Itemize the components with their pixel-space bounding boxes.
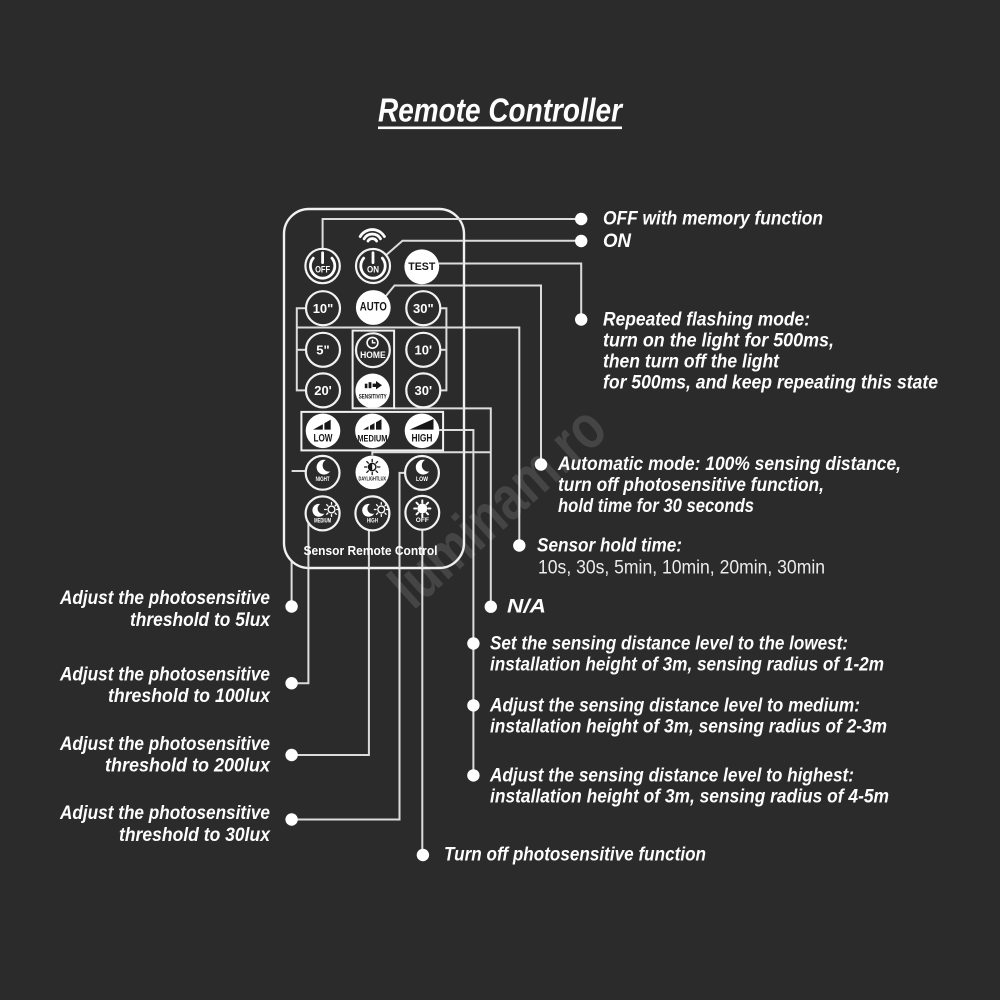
svg-text:30": 30" [413, 301, 434, 316]
svg-text:hold time for 30 seconds: hold time for 30 seconds [558, 496, 754, 517]
svg-text:MEDIUM: MEDIUM [357, 434, 387, 444]
svg-text:turn off photosensitive functi: turn off photosensitive function, [558, 475, 824, 496]
svg-text:turn on the light for 500ms,: turn on the light for 500ms, [603, 331, 834, 352]
svg-text:threshold to 200lux: threshold to 200lux [105, 756, 271, 777]
svg-text:Set the sensing distance level: Set the sensing distance level to the lo… [490, 634, 848, 655]
svg-text:installation height of 3m, sen: installation height of 3m, sensing radiu… [490, 655, 884, 676]
svg-text:HOME: HOME [360, 350, 386, 360]
svg-text:Automatic mode: 100% sensing d: Automatic mode: 100% sensing distance, [557, 454, 901, 475]
svg-text:Repeated flashing mode:: Repeated flashing mode: [603, 310, 810, 331]
svg-text:for 500ms, and keep repeating: for 500ms, and keep repeating this state [603, 373, 938, 394]
svg-text:30': 30' [415, 383, 433, 398]
svg-text:Adjust the photosensitive: Adjust the photosensitive [59, 588, 270, 609]
svg-text:LOW: LOW [314, 433, 333, 445]
svg-text:20': 20' [314, 383, 332, 398]
svg-text:Adjust the photosensitive: Adjust the photosensitive [59, 734, 270, 755]
svg-text:installation height of 3m, sen: installation height of 3m, sensing radiu… [490, 787, 889, 808]
svg-text:NIGHT: NIGHT [316, 476, 330, 483]
svg-text:ON: ON [367, 265, 379, 275]
svg-text:OFF with memory function: OFF with memory function [603, 209, 823, 230]
svg-text:SENSITIVITY: SENSITIVITY [359, 394, 387, 400]
svg-text:LOW: LOW [416, 476, 429, 483]
svg-text:threshold to 100lux: threshold to 100lux [108, 686, 271, 707]
svg-text:OFF: OFF [416, 517, 429, 524]
svg-text:HIGH: HIGH [412, 433, 433, 445]
svg-text:Sensor Remote Control: Sensor Remote Control [304, 543, 438, 558]
svg-text:Sensor hold time:: Sensor hold time: [537, 536, 682, 557]
svg-text:10s, 30s, 5min, 10min, 20min,: 10s, 30s, 5min, 10min, 20min, 30min [538, 558, 825, 579]
svg-text:DAYLIGHTLUX: DAYLIGHTLUX [359, 476, 387, 482]
svg-text:ON: ON [603, 231, 632, 252]
svg-text:threshold to 5lux: threshold to 5lux [130, 610, 271, 631]
svg-text:MEDIUM: MEDIUM [314, 518, 331, 525]
svg-text:10": 10" [313, 301, 334, 316]
svg-text:HIGH: HIGH [367, 518, 378, 525]
svg-text:AUTO: AUTO [360, 302, 387, 314]
svg-text:Remote Controller: Remote Controller [378, 92, 624, 129]
svg-text:10': 10' [415, 343, 433, 358]
svg-text:installation height of 3m, sen: installation height of 3m, sensing radiu… [490, 717, 887, 738]
svg-text:Turn off photosensitive functi: Turn off photosensitive function [444, 845, 706, 866]
svg-text:Adjust the sensing distance le: Adjust the sensing distance level to med… [489, 696, 860, 717]
svg-text:5": 5" [316, 343, 329, 358]
svg-text:OFF: OFF [315, 265, 330, 275]
svg-text:Adjust the photosensitive: Adjust the photosensitive [59, 803, 270, 824]
svg-text:Adjust the photosensitive: Adjust the photosensitive [59, 665, 270, 686]
svg-text:TEST: TEST [408, 261, 435, 273]
svg-text:threshold to 30lux: threshold to 30lux [119, 825, 271, 846]
svg-text:Adjust the sensing distance le: Adjust the sensing distance level to hig… [489, 766, 854, 787]
svg-text:then turn off the light: then turn off the light [603, 352, 780, 373]
svg-text:N/A: N/A [507, 597, 546, 618]
